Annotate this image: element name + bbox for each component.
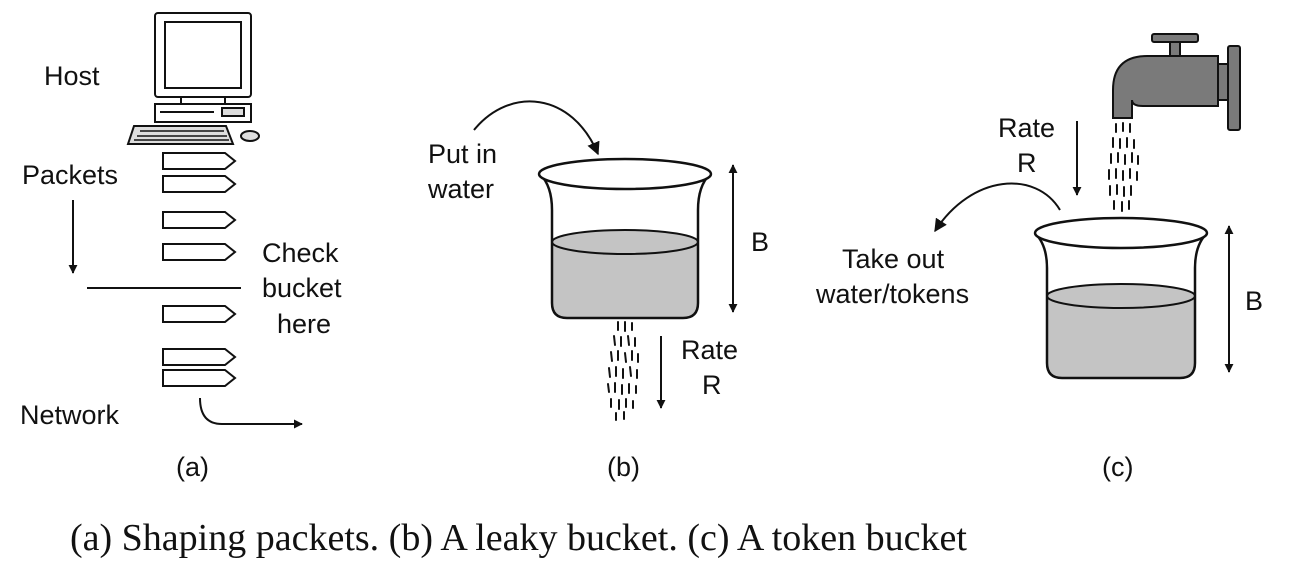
packet-icon	[162, 243, 237, 261]
put-in-label-line1: Put in	[428, 139, 497, 169]
put-in-label-line2: water	[427, 174, 494, 204]
bucket-water	[552, 234, 698, 318]
check-label-line1: Check	[262, 238, 339, 268]
packet-icon	[162, 348, 237, 366]
packet-icon	[162, 211, 237, 229]
take-out-arrow	[934, 182, 1061, 233]
check-label-line2: bucket	[262, 273, 342, 303]
panel-a-letter: (a)	[176, 452, 209, 482]
capacity-label-c: B	[1245, 286, 1263, 316]
packet-icon	[162, 369, 237, 387]
panel-a-packet-shaping: Host Packets Check bucket here Network (…	[20, 12, 342, 482]
rate-label-c-line2: R	[1017, 148, 1037, 178]
leak-drops-icon	[607, 321, 639, 421]
faucet-icon	[1112, 33, 1241, 131]
packet-icon	[162, 175, 237, 193]
token-bucket-water	[1047, 288, 1195, 378]
panel-b-leaky-bucket: Put in water B Rate R (b)	[427, 100, 769, 482]
packet-queue	[162, 152, 237, 387]
packets-label: Packets	[22, 160, 118, 190]
check-label-line3: here	[277, 309, 331, 339]
network-label: Network	[20, 400, 120, 430]
take-out-label-line1: Take out	[842, 244, 945, 274]
token-stream-icon	[1108, 122, 1139, 212]
panel-c-letter: (c)	[1102, 452, 1133, 482]
figure-caption: (a) Shaping packets. (b) A leaky bucket.…	[70, 517, 967, 559]
panel-c-token-bucket: Rate R Take out water/tokens B (c)	[815, 33, 1263, 482]
packet-icon	[162, 305, 237, 323]
host-computer-icon	[126, 12, 260, 145]
take-out-label-line2: water/tokens	[815, 279, 969, 309]
leaky-bucket-icon	[537, 157, 713, 320]
rate-label-c-line1: Rate	[998, 113, 1055, 143]
rate-label-b-line2: R	[702, 370, 722, 400]
panel-b-letter: (b)	[607, 452, 640, 482]
host-label: Host	[44, 61, 100, 91]
network-output-arrow	[199, 397, 303, 429]
rate-label-b-line1: Rate	[681, 335, 738, 365]
token-bucket-icon	[1033, 216, 1209, 380]
put-in-arrow	[473, 100, 600, 156]
packet-icon	[162, 152, 237, 170]
capacity-label-b: B	[751, 227, 769, 257]
